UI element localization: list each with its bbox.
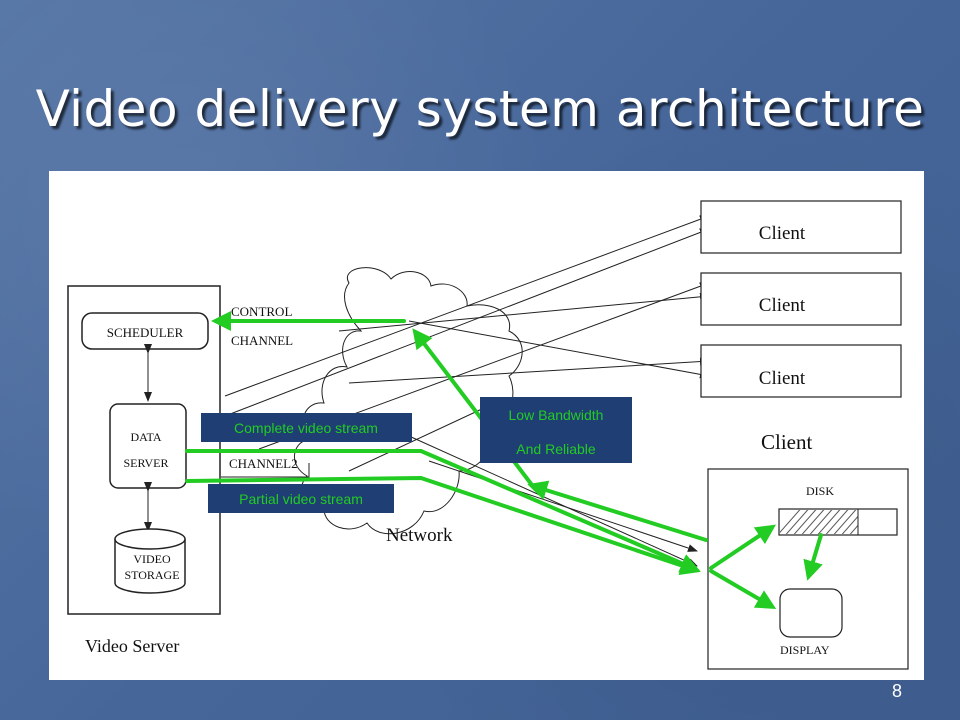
- client-box-2: [700, 272, 902, 326]
- client-box-1: [700, 200, 902, 254]
- display-box: [779, 588, 843, 638]
- control-channel-label-2: CHANNEL: [231, 333, 293, 348]
- complete-stream-tag: Complete video stream: [201, 413, 412, 442]
- partial-stream-tag: Partial video stream: [208, 484, 394, 513]
- slide-title: Video delivery system architecture: [35, 80, 925, 138]
- client-main-label: Client: [761, 430, 812, 454]
- display-label: DISPLAY: [780, 643, 830, 657]
- low-bandwidth-tag: Low Bandwidth And Reliable: [480, 397, 632, 463]
- green-arrow-to-disk: [709, 524, 776, 570]
- green-arrow-disk-to-display: [803, 533, 823, 581]
- network-links: [224, 215, 710, 567]
- client-label-1: Client: [759, 223, 806, 244]
- channel2-label: CHANNEL2: [229, 456, 298, 471]
- data-server-label-1: DATA: [130, 430, 161, 444]
- page-number: 8: [891, 681, 902, 701]
- client-main-box: [707, 468, 909, 670]
- data-server-label-2: SERVER: [123, 456, 168, 470]
- green-arrow-client-feedback: [527, 480, 708, 542]
- svg-text:Complete video stream: Complete video stream: [234, 420, 378, 436]
- video-server-label: Video Server: [85, 636, 179, 656]
- network-label: Network: [386, 525, 453, 546]
- video-storage-cylinder: [114, 528, 186, 594]
- svg-text:Low Bandwidth: Low Bandwidth: [509, 407, 604, 423]
- client-label-3: Client: [759, 368, 806, 389]
- green-arrow-partial-stream: [185, 475, 701, 576]
- client-box-3: [700, 344, 902, 398]
- data-server-box: [109, 403, 187, 489]
- svg-text:And Reliable: And Reliable: [516, 441, 596, 457]
- green-arrow-to-display: [709, 569, 777, 610]
- green-arrow-complete-stream: [185, 449, 701, 573]
- diagram-canvas: SCHEDULER DATA SERVER VIDEO STORAGE Vide…: [67, 200, 909, 670]
- disk-fill: [780, 509, 859, 535]
- client-label-2: Client: [759, 295, 806, 316]
- control-channel-label-1: CONTROL: [231, 304, 292, 319]
- network-cloud: [294, 267, 523, 535]
- disk-label: DISK: [806, 484, 834, 498]
- architecture-diagram: SCHEDULER DATA SERVER VIDEO STORAGE Vide…: [49, 171, 924, 680]
- video-storage-label-1: VIDEO: [133, 552, 171, 566]
- scheduler-label: SCHEDULER: [107, 325, 184, 340]
- svg-text:Partial video stream: Partial video stream: [239, 491, 363, 507]
- video-storage-label-2: STORAGE: [124, 568, 179, 582]
